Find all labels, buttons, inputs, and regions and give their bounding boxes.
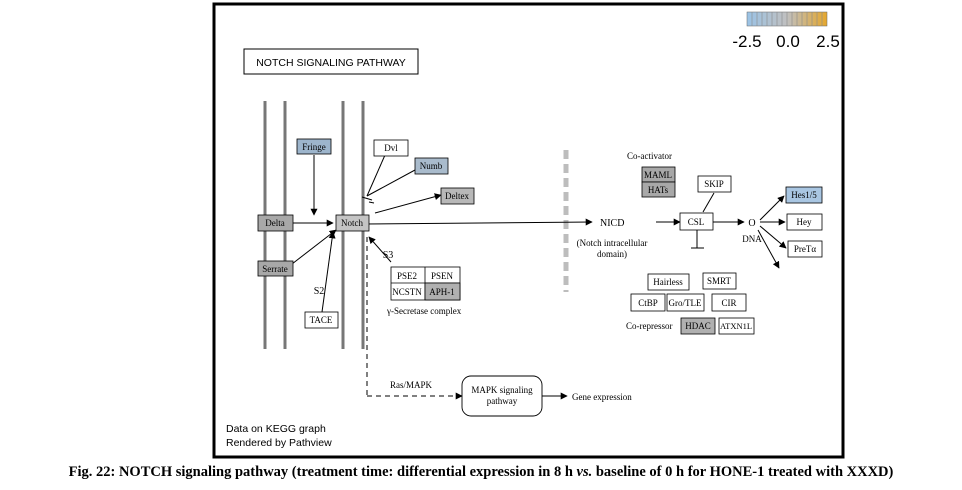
node-notch: Notch [335,214,370,232]
label-nicd-desc-2: domain) [597,249,627,259]
svg-text:Hes1/5: Hes1/5 [791,190,817,200]
svg-text:MAPK signaling: MAPK signaling [471,385,533,395]
svg-text:CIR: CIR [721,298,736,308]
svg-text:Deltex: Deltex [445,191,469,201]
footer-rendered-by: Rendered by Pathview [226,437,332,449]
svg-text:Gro/TLE: Gro/TLE [669,298,702,308]
node-smrt: SMRT [702,272,737,290]
node-mapk-pathway: MAPK signaling pathway [461,375,543,417]
node-deltex: Deltex [440,187,475,205]
label-ras-mapk: Ras/MAPK [390,380,433,390]
coactivator-complex: MAML HATs [641,166,676,198]
pathway-edges [289,154,787,400]
node-grotle: Gro/TLE [666,293,705,312]
svg-text:SKIP: SKIP [704,179,724,189]
figure-caption: Fig. 22: NOTCH signaling pathway (treatm… [68,464,894,480]
svg-text:pathway: pathway [487,396,518,406]
title-box [243,48,419,75]
node-cir: CIR [711,293,747,312]
node-atxn1l: ATXN1L [718,317,755,335]
node-ctbp: CtBP [630,293,666,312]
svg-text:PreTα: PreTα [794,244,816,254]
svg-text:TACE: TACE [310,315,333,325]
pathway-title: NOTCH SIGNALING PATHWAY [256,57,406,69]
node-pse2: PSE2 [397,271,417,281]
node-maml: MAML [644,170,672,180]
node-psen: PSEN [431,271,454,281]
svg-text:Hairless: Hairless [653,277,683,287]
svg-text:Fringe: Fringe [302,142,326,152]
node-csl: CSL [679,212,714,231]
node-dvl: Dvl [373,139,409,157]
node-delta: Delta [257,214,294,232]
node-hdac: HDAC [680,317,716,335]
node-numb: Numb [414,157,449,175]
node-hey: Hey [786,213,823,231]
node-hats: HATs [648,185,669,195]
label-nicd: NICD [600,218,624,229]
svg-text:Numb: Numb [420,161,443,171]
node-hairless: Hairless [647,273,690,291]
label-corepressor: Co-repressor [626,321,673,331]
pathway-nodes: Fringe Dvl Numb Deltex Delta Notch Serra… [257,138,823,417]
svg-text:Notch: Notch [341,218,363,228]
svg-text:HDAC: HDAC [685,321,711,331]
node-aph1: APH-1 [429,287,455,297]
label-o: O [748,218,755,229]
label-gamma-secretase: γ-Secretase complex [386,306,462,316]
label-s3: S3 [383,250,394,261]
node-hes15: Hes1/5 [785,186,823,204]
node-ncstn: NCSTN [392,287,422,297]
label-s2: S2 [314,286,325,297]
label-dna: DNA [742,234,762,244]
label-gene-expression: Gene expression [572,392,632,402]
node-skip: SKIP [697,175,732,193]
svg-text:CSL: CSL [688,217,705,227]
node-tace: TACE [304,311,339,329]
svg-text:SMRT: SMRT [707,276,731,286]
label-coactivator: Co-activator [627,151,672,161]
node-pretalpha: PreTα [787,240,823,258]
legend-mid-label: 0.0 [776,32,800,51]
pathway-labels: S2 S3 γ-Secretase complex NICD (Notch in… [314,151,763,402]
footer-data-on-kegg: Data on KEGG graph [226,423,326,435]
svg-text:Dvl: Dvl [384,143,398,153]
gamma-secretase-complex: PSE2 PSEN NCSTN APH-1 [390,266,461,301]
svg-text:Delta: Delta [265,218,285,228]
label-nicd-desc-1: (Notch intracellular [577,238,648,248]
legend-max-label: 2.5 [816,32,840,51]
svg-text:Serrate: Serrate [262,264,287,274]
svg-text:ATXN1L: ATXN1L [720,321,752,331]
node-fringe: Fringe [296,138,332,155]
svg-text:Hey: Hey [797,217,812,227]
color-legend: -2.5 0.0 2.5 [732,11,840,51]
node-serrate: Serrate [257,260,294,277]
legend-min-label: -2.5 [732,32,761,51]
svg-text:CtBP: CtBP [638,298,658,308]
